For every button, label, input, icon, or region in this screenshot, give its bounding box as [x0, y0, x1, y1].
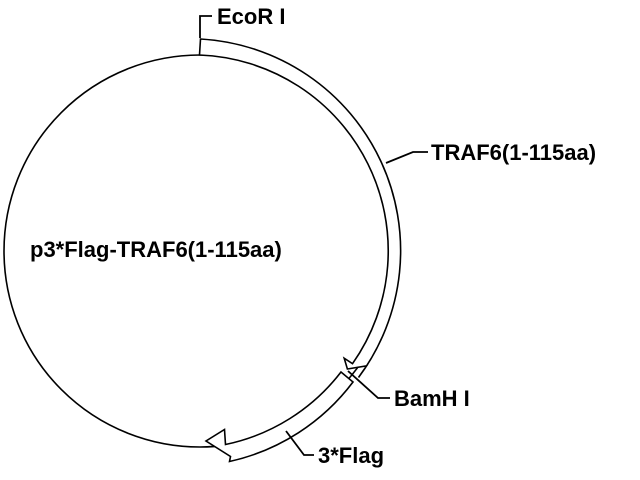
ecori-leader-line: [199, 15, 212, 38]
flag-label: 3*Flag: [318, 443, 384, 468]
flag-leader-line: [285, 430, 314, 456]
plasmid-name: p3*Flag-TRAF6(1-115aa): [30, 237, 282, 262]
flag-feature-arrow: [204, 370, 355, 463]
bamhi-label: BamH I: [394, 386, 470, 411]
bamhi-leader-line: [347, 370, 390, 399]
traf6-feature-arrow: [198, 38, 402, 378]
ecori-label: EcoR I: [217, 4, 285, 29]
traf6-label: TRAF6(1-115aa): [431, 140, 596, 165]
traf6-leader-line: [385, 151, 428, 164]
